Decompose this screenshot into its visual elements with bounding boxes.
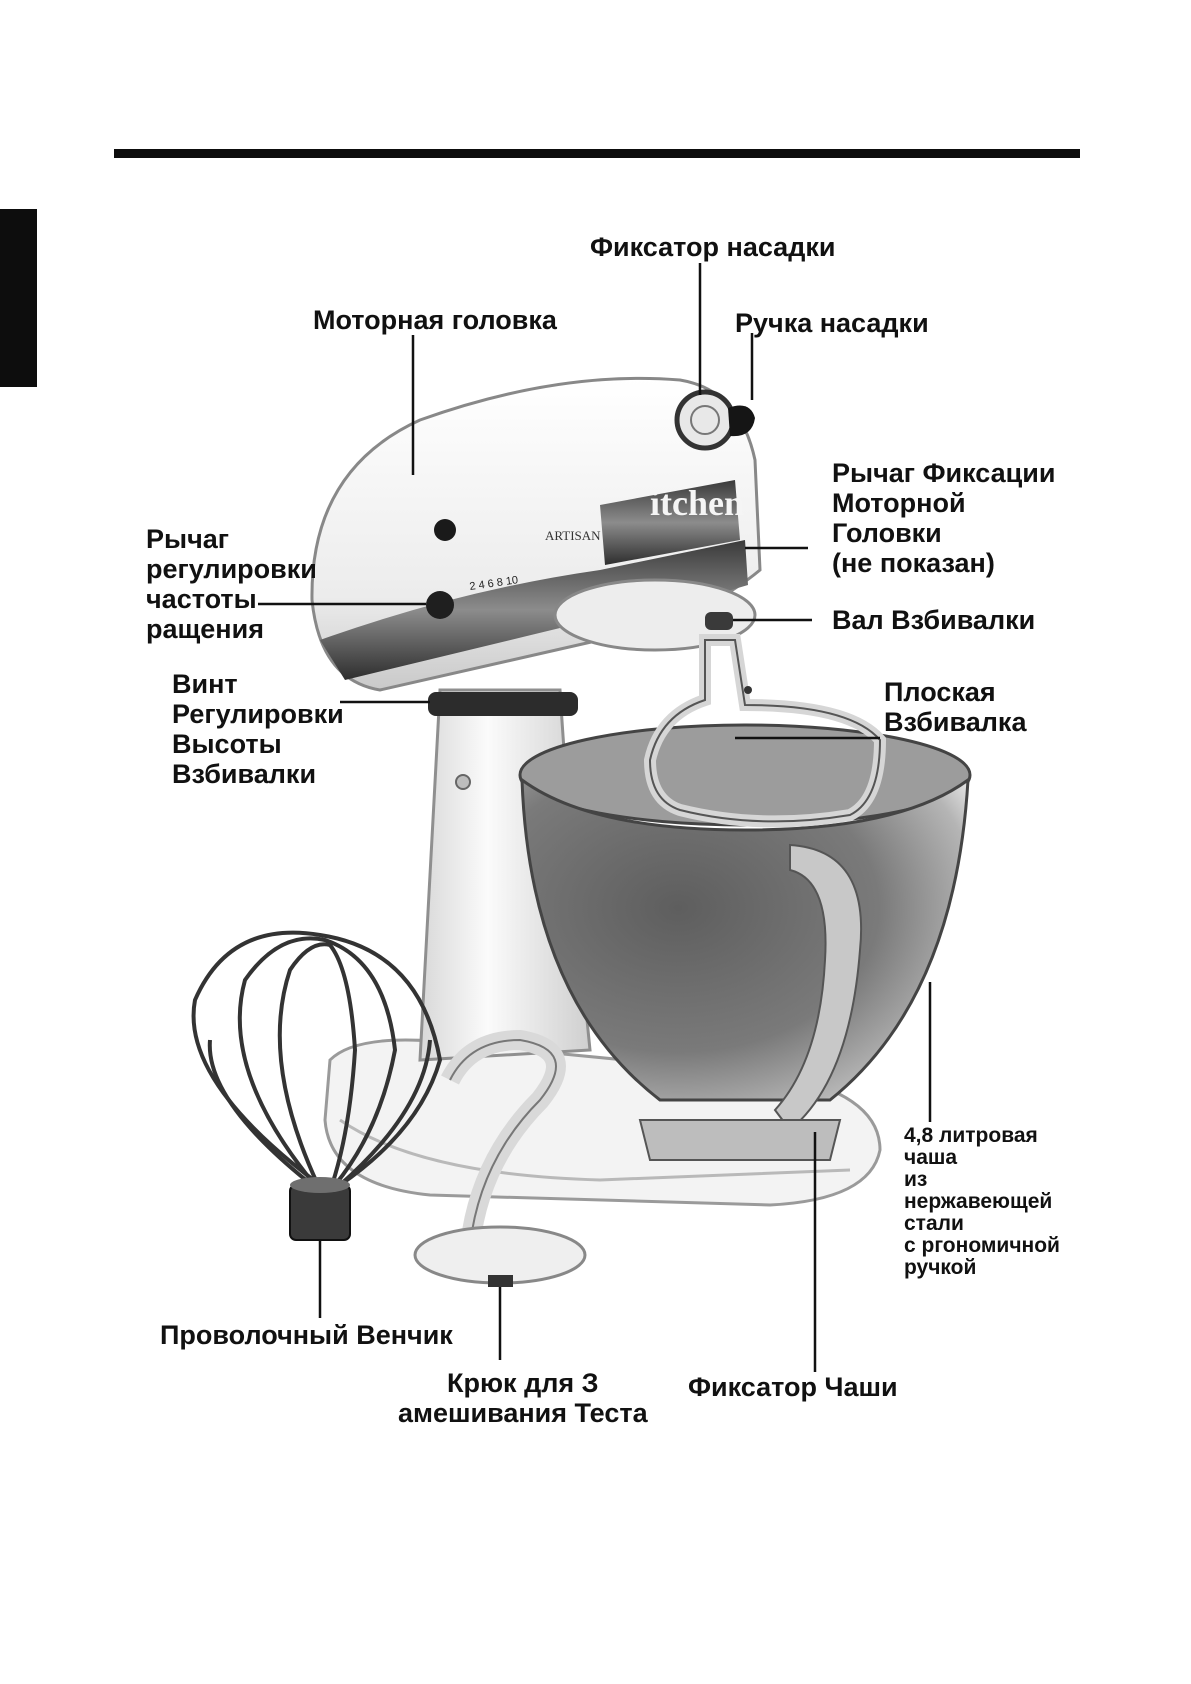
model-badge: ARTISAN (545, 528, 601, 543)
mixing-bowl (520, 776, 970, 1102)
label-motor-head: Моторная головка (313, 305, 557, 335)
leader-lines (258, 263, 932, 1372)
side-tab-marker (0, 209, 37, 387)
wire-whip-shape (191, 930, 443, 1187)
label-head-lock-lever: Рычаг Фиксации Моторной Головки (не пока… (832, 458, 1056, 578)
trim-band (320, 540, 748, 680)
brand-logo: itchen (650, 483, 744, 523)
label-attachment-hub-handle: Ручка насадки (735, 308, 929, 338)
label-wire-whip: Проволочный Венчик (160, 1320, 453, 1350)
label-speed-control-lever: Рычаг регулировки частоты ращения (146, 524, 317, 644)
hub-handle (728, 405, 755, 437)
speed-lever (426, 591, 454, 619)
label-attachment-hub-knob: Фиксатор насадки (590, 232, 836, 262)
label-bowl-clamp: Фиксатор Чаши (688, 1372, 898, 1402)
label-dough-hook: Крюк для З амешивания Теста (398, 1368, 648, 1428)
attachment-hub (674, 389, 736, 451)
label-beater-shaft: Вал Взбивалки (832, 605, 1036, 635)
label-bowl: 4,8 литровая чаша из нержавеющей стали с… (904, 1124, 1060, 1279)
beater-shaft (705, 612, 733, 630)
label-height-adjust-screw: Винт Регулировки Высоты Взбивалки (172, 669, 344, 789)
label-flat-beater: Плоская Взбивалка (884, 677, 1027, 737)
height-screw (428, 692, 578, 716)
top-rule (114, 149, 1080, 158)
